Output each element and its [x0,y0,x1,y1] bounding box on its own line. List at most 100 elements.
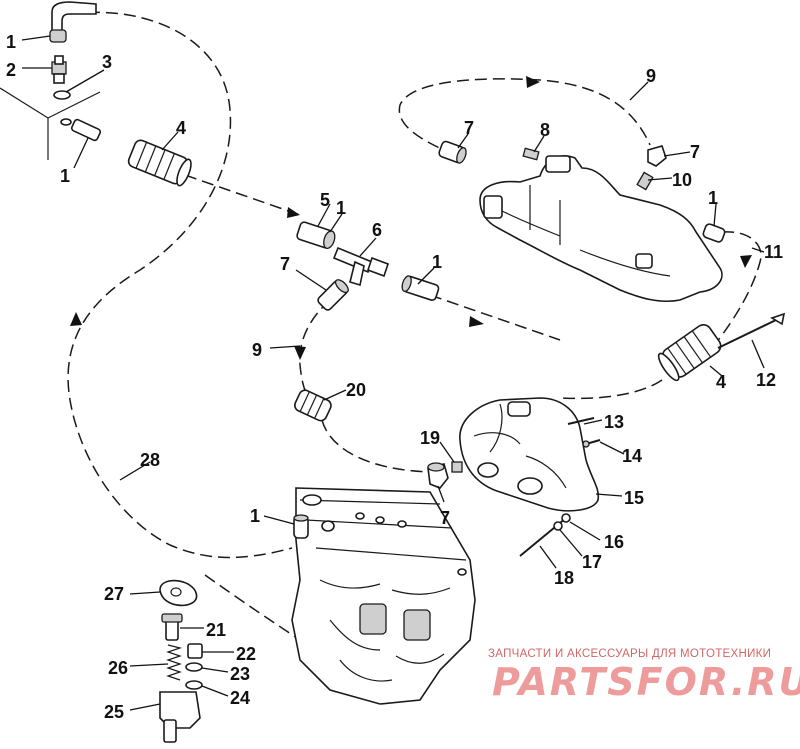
callout-17: 17 [582,552,602,572]
leader-lines [21,35,765,711]
panel-outline [0,87,101,160]
callout-10: 10 [672,170,692,190]
flow-arrows [70,76,752,360]
cap-1-right [702,223,726,243]
tube-1 [70,118,102,142]
callout-15: 15 [624,488,644,508]
manifold-port [545,155,571,173]
callout-18: 18 [554,568,574,588]
callout-1: 1 [336,198,346,218]
fitting-8 [522,147,540,161]
engine-hose-fitting-1 [293,514,309,539]
callout-6: 6 [372,220,382,240]
callout-1: 1 [708,188,718,208]
callout-7: 7 [440,508,450,528]
screw-13 [567,417,595,425]
bellows-4-right [657,324,722,382]
elbow-7-right [647,145,667,167]
callout-9: 9 [252,340,262,360]
fitting-10 [636,171,654,191]
washer-23 [185,662,203,672]
callout-5: 5 [320,190,330,210]
callout-1: 1 [60,166,70,186]
gasket-27-hole [170,587,182,597]
elbow-7-lower [427,462,449,489]
callout-14: 14 [622,446,642,466]
sleeve-1-center [401,275,440,301]
callout-4: 4 [176,118,186,138]
arrow-head [469,316,484,327]
elbow-7-left [317,279,349,311]
bolt-set-16-18 [519,513,571,557]
engine-block [291,487,476,705]
callout-25: 25 [104,702,124,722]
hose-20-route [321,419,431,473]
hose-end-7-top [438,140,467,164]
callout-7: 7 [690,142,700,162]
arrow-head [70,312,82,326]
upper-manifold [438,140,726,303]
callout-13: 13 [604,412,624,432]
washer-3 [53,90,71,100]
fitting-2-stem [54,55,64,65]
callout-11: 11 [764,242,783,262]
callout-27: 27 [104,584,124,604]
hose-9-lower-route [299,299,331,401]
elbow-hose-1 [51,1,97,36]
callout-7: 7 [464,118,474,138]
watermark-logo: PARTSFOR.RU [492,660,800,704]
tee-6 [332,246,390,287]
callout-26: 26 [108,658,128,678]
sleeve-5 [296,221,336,249]
fitting-2-base [53,73,65,84]
hose-bellows-route [559,379,663,400]
spring-26 [166,644,183,681]
screw-21 [165,619,179,641]
manifold-boss [635,253,653,269]
callout-22: 22 [236,644,256,664]
flow-line-b [429,294,561,341]
cable-tie-12 [717,312,786,349]
tube-1-end [60,118,72,126]
hose-9-top-route [398,78,651,156]
valve-body-25-port [163,719,177,743]
callout-21: 21 [206,620,226,640]
arrow-head [740,255,752,268]
screw-14 [582,439,601,448]
watermark-caption: ЗАПЧАСТИ И АКСЕССУАРЫ ДЛЯ МОТОТЕХНИКИ [488,648,772,660]
callout-7: 7 [280,254,290,274]
callout-9: 9 [646,66,656,86]
center-fittings [294,221,463,489]
callout-3: 3 [102,52,112,72]
fitting-19 [451,461,463,473]
hose-lower-route [204,574,301,641]
arrow-head [294,346,306,360]
screw-21-head [161,613,183,623]
elbow-hose-clamp [49,29,67,43]
callout-12: 12 [756,370,776,390]
exhaust-manifold-15 [459,397,600,512]
callout-1: 1 [432,252,442,272]
fitting-22 [187,643,203,659]
top-left-assembly [0,1,192,187]
callout-labels: 1 2 3 4 1 5 1 6 7 1 9 20 28 9 7 8 7 10 1… [6,32,783,722]
valve-assembly [159,579,203,743]
hose-routes [67,11,762,641]
callout-16: 16 [604,532,624,552]
callout-4: 4 [716,372,726,392]
coupling-20 [294,389,332,422]
manifold-port-side [483,195,503,219]
callout-20: 20 [346,380,366,400]
valve-body-25 [159,691,201,729]
callout-2: 2 [6,60,16,80]
callout-23: 23 [230,664,250,684]
flow-line-a [184,174,301,216]
hose-28-route [67,11,293,559]
callout-28: 28 [140,450,160,470]
bellows-4 [127,139,192,187]
callout-1: 1 [6,32,16,52]
callout-8: 8 [540,120,550,140]
arrow-head [287,207,300,218]
